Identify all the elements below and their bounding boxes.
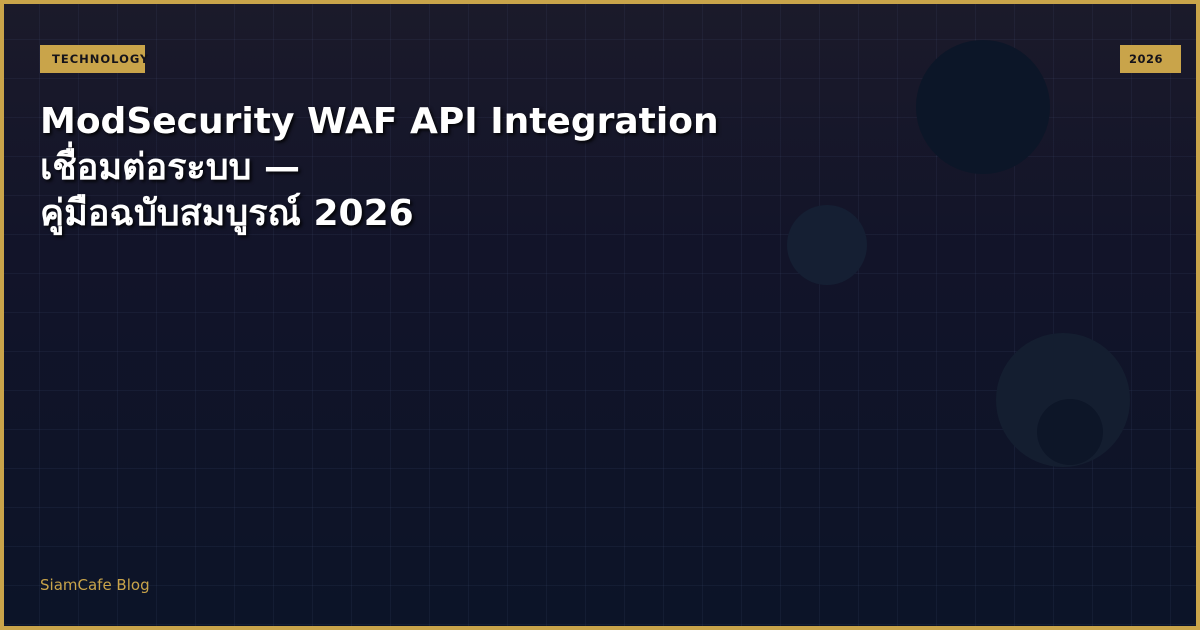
decor-circle [787,205,867,285]
page-title: ModSecurity WAF API Integration เชื่อมต่… [40,99,900,237]
category-tag: TECHNOLOGY [40,45,148,73]
title-line: ModSecurity WAF API Integration [40,101,719,142]
brand-name: SiamCafe Blog [40,576,150,594]
decor-circle [1037,399,1103,465]
decor-circle [916,40,1050,174]
year-tag: 2026 [1120,45,1181,73]
title-line: คู่มือฉบับสมบูรณ์ 2026 [40,193,414,234]
title-line: เชื่อมต่อระบบ — [40,147,300,188]
